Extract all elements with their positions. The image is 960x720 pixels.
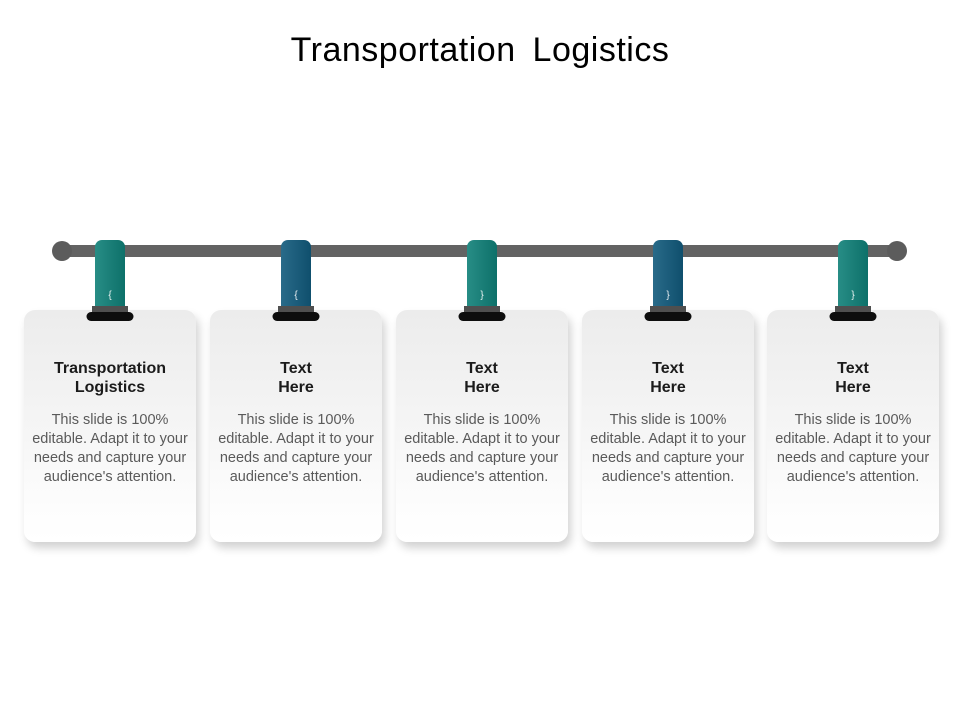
timeline-endcap-right xyxy=(887,241,907,261)
card-heading: Transportation Logistics xyxy=(24,359,196,397)
timeline-badge-3: } Text Here This slide is 100% editable.… xyxy=(396,240,568,550)
card-body-text: This slide is 100% editable. Adapt it to… xyxy=(775,412,931,485)
ribbon-strap: { xyxy=(281,240,311,313)
card-heading: Text Here xyxy=(396,359,568,397)
card-heading-line2: Here xyxy=(464,379,500,396)
card-heading-line2: Here xyxy=(650,379,686,396)
badge-clip xyxy=(272,312,320,321)
ribbon-buckle-icon: } xyxy=(480,290,484,301)
ribbon-buckle-icon: } xyxy=(666,290,670,301)
badge-clip xyxy=(644,312,692,321)
ribbon-strap: } xyxy=(653,240,683,313)
badge-clip xyxy=(458,312,506,321)
timeline-badge-2: { Text Here This slide is 100% editable.… xyxy=(210,240,382,550)
card-body-text: This slide is 100% editable. Adapt it to… xyxy=(32,412,188,485)
card-heading: Text Here xyxy=(767,359,939,397)
badge-clip-band xyxy=(278,306,314,313)
badge-card: Text Here This slide is 100% editable. A… xyxy=(210,310,382,542)
timeline-badge-1: { Transportation Logistics This slide is… xyxy=(24,240,196,550)
card-heading-line1: Text xyxy=(466,360,498,377)
ribbon-strap: } xyxy=(467,240,497,313)
card-heading-line2: Logistics xyxy=(74,379,146,396)
badge-card: Transportation Logistics This slide is 1… xyxy=(24,310,196,542)
card-heading-line2: Here xyxy=(278,379,314,396)
ribbon-strap: } xyxy=(838,240,868,313)
timeline-badge-5: } Text Here This slide is 100% editable.… xyxy=(767,240,939,550)
badge-clip-band xyxy=(835,306,871,313)
badge-clip-band xyxy=(92,306,128,313)
badge-card: Text Here This slide is 100% editable. A… xyxy=(396,310,568,542)
timeline-badge-4: } Text Here This slide is 100% editable.… xyxy=(582,240,754,550)
badge-clip-band xyxy=(650,306,686,313)
card-heading-line1: Text xyxy=(837,360,869,377)
timeline-endcap-left xyxy=(52,241,72,261)
card-heading: Text Here xyxy=(582,359,754,397)
card-heading-line1: Transportation xyxy=(53,360,166,377)
slide-title: Transportation Logistics xyxy=(290,31,670,69)
card-heading-line1: Text xyxy=(280,360,312,377)
badge-clip xyxy=(829,312,877,321)
badge-clip xyxy=(86,312,134,321)
card-body-text: This slide is 100% editable. Adapt it to… xyxy=(404,412,560,485)
card-heading: Text Here xyxy=(210,359,382,397)
card-body-text: This slide is 100% editable. Adapt it to… xyxy=(218,412,374,485)
card-heading-line2: Here xyxy=(835,379,871,396)
badge-card: Text Here This slide is 100% editable. A… xyxy=(767,310,939,542)
ribbon-buckle-icon: { xyxy=(294,290,298,301)
ribbon-buckle-icon: } xyxy=(851,290,855,301)
card-heading-line1: Text xyxy=(652,360,684,377)
ribbon-strap: { xyxy=(95,240,125,313)
card-body-text: This slide is 100% editable. Adapt it to… xyxy=(590,412,746,485)
badge-card: Text Here This slide is 100% editable. A… xyxy=(582,310,754,542)
ribbon-buckle-icon: { xyxy=(108,290,112,301)
badge-clip-band xyxy=(464,306,500,313)
